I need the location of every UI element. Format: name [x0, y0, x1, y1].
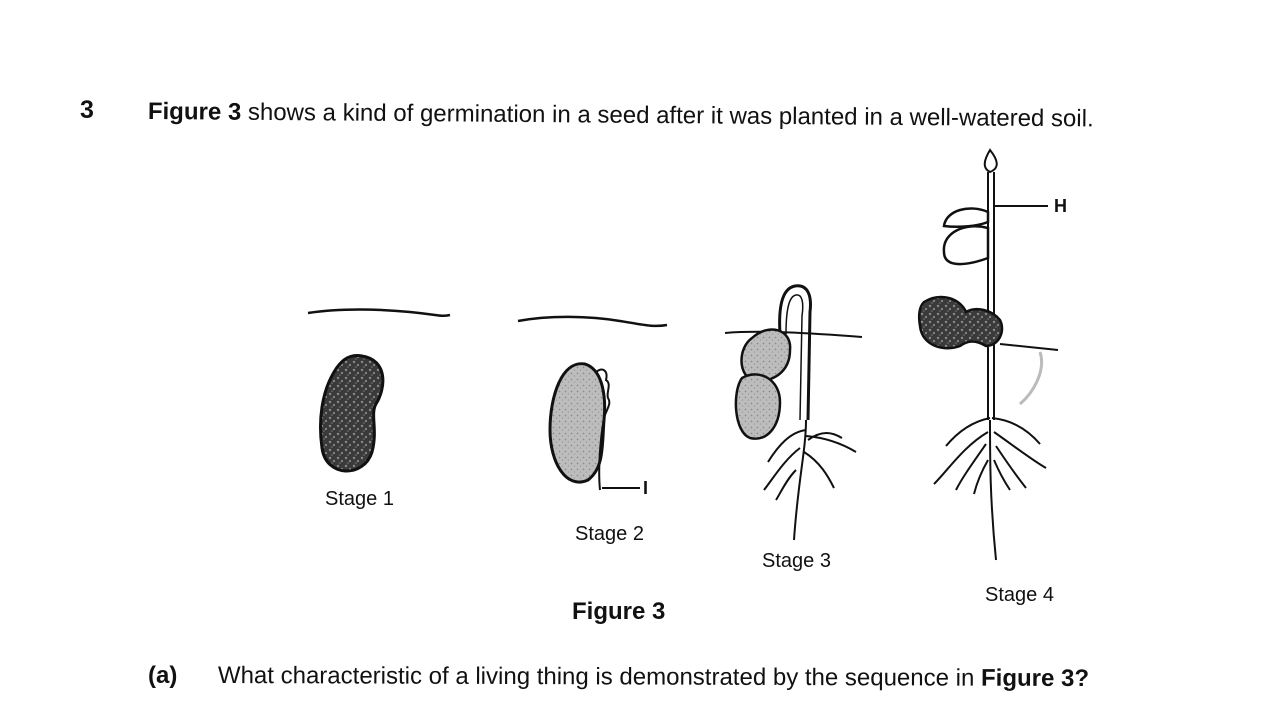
stage-2-drawing — [517, 315, 668, 491]
label-i: I — [643, 478, 649, 498]
stage-4-roots — [933, 417, 1047, 561]
stage-3-soil-line — [724, 330, 863, 338]
stage-2-soil-line — [517, 315, 668, 328]
stage-4-soil-line — [999, 343, 1059, 351]
stage-1-seed — [319, 354, 385, 473]
stage-4-stem — [987, 172, 995, 420]
stage-4-leaf-upper — [942, 207, 990, 229]
stage-3-drawing — [724, 284, 863, 541]
stage-3-seed-upper — [740, 328, 792, 382]
stage-2-label: Stage 2 — [575, 523, 644, 545]
subquestion-label: (a) — [148, 662, 178, 689]
figure-caption: Figure 3 — [572, 598, 666, 625]
stage-3-seed-lower — [734, 373, 782, 440]
stage-4-leaf-lower — [942, 225, 990, 266]
stage-4-cotyledons — [917, 295, 1004, 350]
stage-2-radicle — [595, 368, 611, 491]
stage-1-soil-line — [307, 308, 451, 318]
stage-3-roots — [763, 419, 857, 541]
stage-4-soil-shade — [1019, 351, 1043, 406]
label-h: H — [1054, 196, 1067, 216]
stage-3-hook-inner — [785, 294, 804, 421]
stage-3-hook-stem — [778, 284, 812, 421]
stage-4-drawing — [917, 148, 1059, 561]
subquestion-suffix: ? — [1074, 664, 1090, 693]
stage-4-leaf-tip — [983, 148, 998, 174]
stage-4-label: Stage 4 — [985, 584, 1054, 606]
stage-1-drawing — [307, 308, 451, 473]
stage-1-label: Stage 1 — [325, 488, 394, 510]
stage-2-seed — [548, 362, 607, 484]
subquestion-figure-ref: Figure 3 — [980, 664, 1075, 692]
subquestion-prefix: What characteristic of a living thing is… — [217, 662, 982, 692]
subquestion-text: What characteristic of a living thing is… — [218, 662, 1089, 693]
question-number: 3 — [80, 96, 94, 124]
stage-3-label: Stage 3 — [762, 550, 831, 572]
